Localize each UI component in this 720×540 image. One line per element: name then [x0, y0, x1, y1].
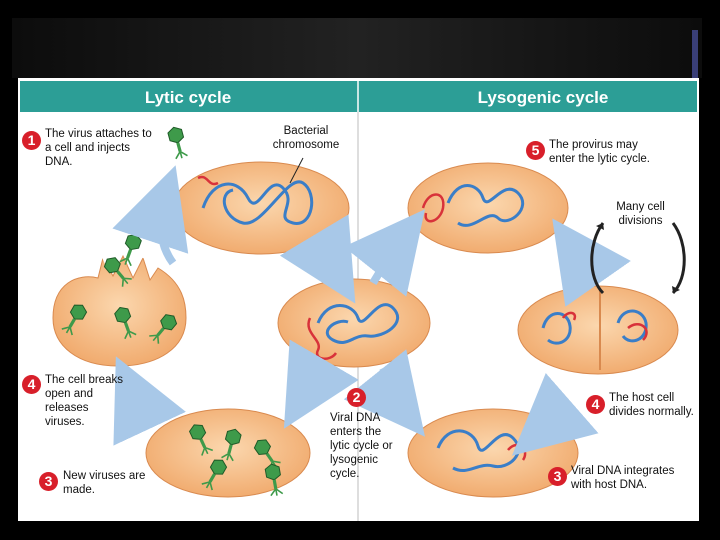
step-text: The virus attaches to a cell and injects… — [45, 128, 152, 168]
step-text: The provirus may enter the lytic cycle. — [549, 139, 650, 165]
slide-title-strip — [12, 18, 702, 78]
step-text: The cell breaks open and releases viruse… — [45, 374, 123, 428]
step-text: New viruses are made. — [63, 470, 146, 496]
cell-infected — [172, 161, 350, 255]
step-text: The host cell divides normally. — [609, 392, 694, 418]
cell-provirus — [407, 162, 569, 254]
step-text: Viral DNA enters the lytic cycle or lyso… — [330, 412, 393, 480]
lytic-cycle-header: Lytic cycle — [144, 88, 232, 107]
step-badge: 3 — [548, 467, 567, 486]
many-divisions-label: Many cell divisions — [616, 201, 665, 227]
bacterial-chromosome-label: Bacterial chromosome — [272, 125, 340, 151]
step-text: Viral DNA integrates with host DNA. — [571, 465, 675, 491]
step-badge: 4 — [586, 395, 605, 414]
step-badge: 4 — [22, 375, 41, 394]
lysogenic-cycle-header: Lysogenic cycle — [477, 88, 609, 107]
lytic-lysogenic-figure: Lytic cycle Lysogenic cycle Bacterial ch… — [18, 78, 699, 521]
step-badge: 5 — [526, 141, 545, 160]
cell-dividing — [517, 285, 679, 375]
step-badge: 1 — [22, 131, 41, 150]
step-badge: 3 — [39, 472, 58, 491]
cell-central — [277, 278, 431, 368]
cycle-diagram — [20, 81, 697, 521]
step-badge: 2 — [347, 388, 366, 407]
cycle-arrow-icon — [590, 222, 605, 295]
